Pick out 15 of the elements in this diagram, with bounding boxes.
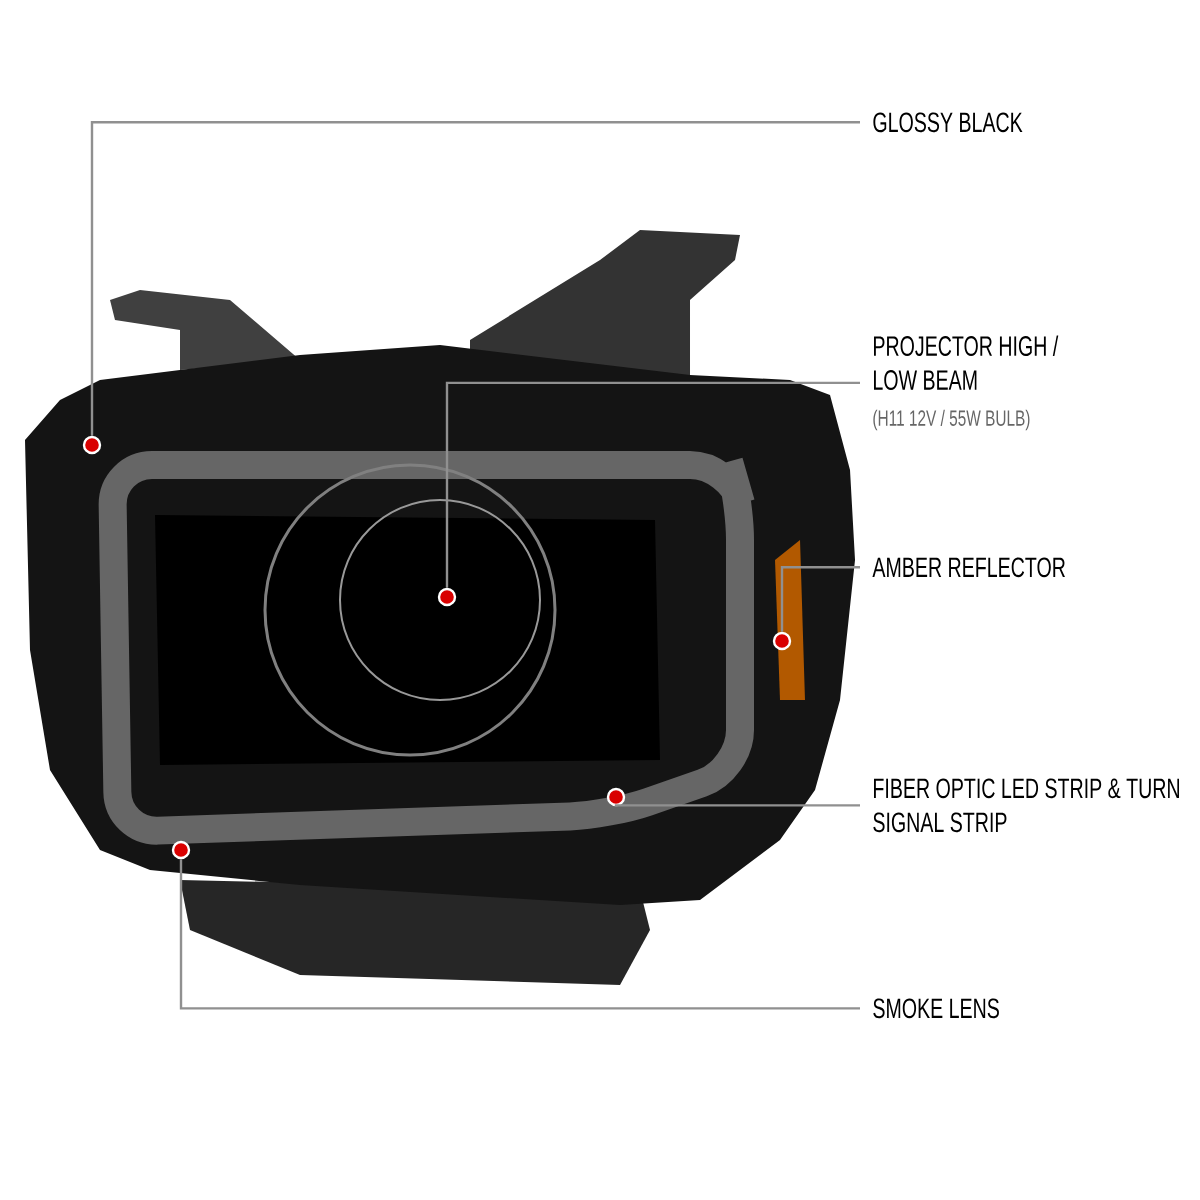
callout-label: SMOKE LENS [873, 998, 999, 1019]
callout-dot [171, 840, 191, 860]
callout-dot [82, 435, 102, 455]
callout-label: PROJECTOR HIGH / LOW BEAM (H11 12V / 55W BULB) [873, 335, 1059, 431]
callout-dot [772, 631, 792, 651]
callout-label: AMBER REFLECTOR [872, 557, 1065, 578]
callout-label: GLOSSY BLACK [873, 112, 1023, 133]
leader-line [90, 121, 860, 436]
leader-line [780, 566, 860, 632]
callout-dot [437, 587, 457, 607]
leader-line [179, 859, 860, 1010]
callout-label: FIBER OPTIC LED STRIP & TURN SIGNAL STRIP [873, 778, 1179, 833]
callout-dot [606, 787, 626, 807]
leader-line [445, 381, 860, 588]
leader-line [614, 804, 860, 808]
